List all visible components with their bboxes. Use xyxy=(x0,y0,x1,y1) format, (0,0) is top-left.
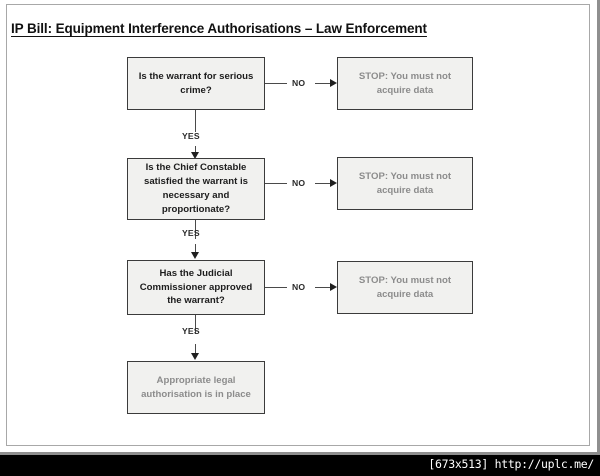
arrow-down-icon-q2-yes xyxy=(191,252,199,259)
edge-label-q2-yes: YES xyxy=(182,228,200,238)
arrow-right-icon-q3-no xyxy=(330,283,337,291)
terminal-node-stop-2-label: STOP: You must not acquire data xyxy=(358,170,452,196)
terminal-node-stop-3-label: STOP: You must not acquire data xyxy=(358,274,452,300)
edge-label-q2-no: NO xyxy=(292,178,306,188)
terminal-node-stop-3[interactable]: STOP: You must not acquire data xyxy=(337,261,473,314)
page-title: IP Bill: Equipment Interference Authoris… xyxy=(11,21,427,36)
decision-node-serious-crime[interactable]: Is the warrant for serious crime? xyxy=(127,57,265,110)
edge-label-q1-yes: YES xyxy=(182,131,200,141)
page-inner-border xyxy=(6,4,590,446)
terminal-node-stop-2[interactable]: STOP: You must not acquire data xyxy=(337,157,473,210)
edge-label-q3-no: NO xyxy=(292,282,306,292)
edge-line-q1-no-right xyxy=(315,83,331,85)
decision-node-judicial-commissioner[interactable]: Has the Judicial Commissioner approved t… xyxy=(127,260,265,315)
edge-line-q1-yes-lower xyxy=(195,146,197,157)
edge-label-q3-yes: YES xyxy=(182,326,200,336)
edge-line-q1-yes-upper xyxy=(195,110,197,132)
edge-line-q2-no-left xyxy=(265,183,287,185)
edge-line-q2-no-right xyxy=(315,183,331,185)
edge-line-q3-no-right xyxy=(315,287,331,289)
arrow-down-icon-q3-yes xyxy=(191,353,199,360)
edge-line-q2-yes-upper xyxy=(195,220,197,239)
decision-node-judicial-commissioner-label: Has the Judicial Commissioner approved t… xyxy=(139,267,253,307)
terminal-node-authorisation-in-place-label: Appropriate legal authorisation is in pl… xyxy=(141,374,251,400)
arrow-down-icon-q1-yes xyxy=(191,152,199,159)
terminal-node-authorisation-in-place[interactable]: Appropriate legal authorisation is in pl… xyxy=(127,361,265,414)
document-page xyxy=(0,0,600,455)
edge-line-q1-no-left xyxy=(265,83,287,85)
terminal-node-stop-1-label: STOP: You must not acquire data xyxy=(358,70,452,96)
decision-node-serious-crime-label: Is the warrant for serious crime? xyxy=(138,70,254,96)
arrow-right-icon-q1-no xyxy=(330,79,337,87)
decision-node-chief-constable[interactable]: Is the Chief Constable satisfied the war… xyxy=(127,158,265,220)
decision-node-chief-constable-label: Is the Chief Constable satisfied the war… xyxy=(144,162,248,215)
edge-line-q3-no-left xyxy=(265,287,287,289)
watermark-bar: [673x513] http://uplc.me/ xyxy=(0,455,600,476)
arrow-right-icon-q2-no xyxy=(330,179,337,187)
edge-label-q1-no: NO xyxy=(292,78,306,88)
edge-line-q2-yes-lower xyxy=(195,244,197,256)
edge-line-q3-yes-lower xyxy=(195,344,197,357)
edge-line-q3-yes-upper xyxy=(195,315,197,334)
watermark-text: [673x513] http://uplc.me/ xyxy=(428,457,594,471)
terminal-node-stop-1[interactable]: STOP: You must not acquire data xyxy=(337,57,473,110)
